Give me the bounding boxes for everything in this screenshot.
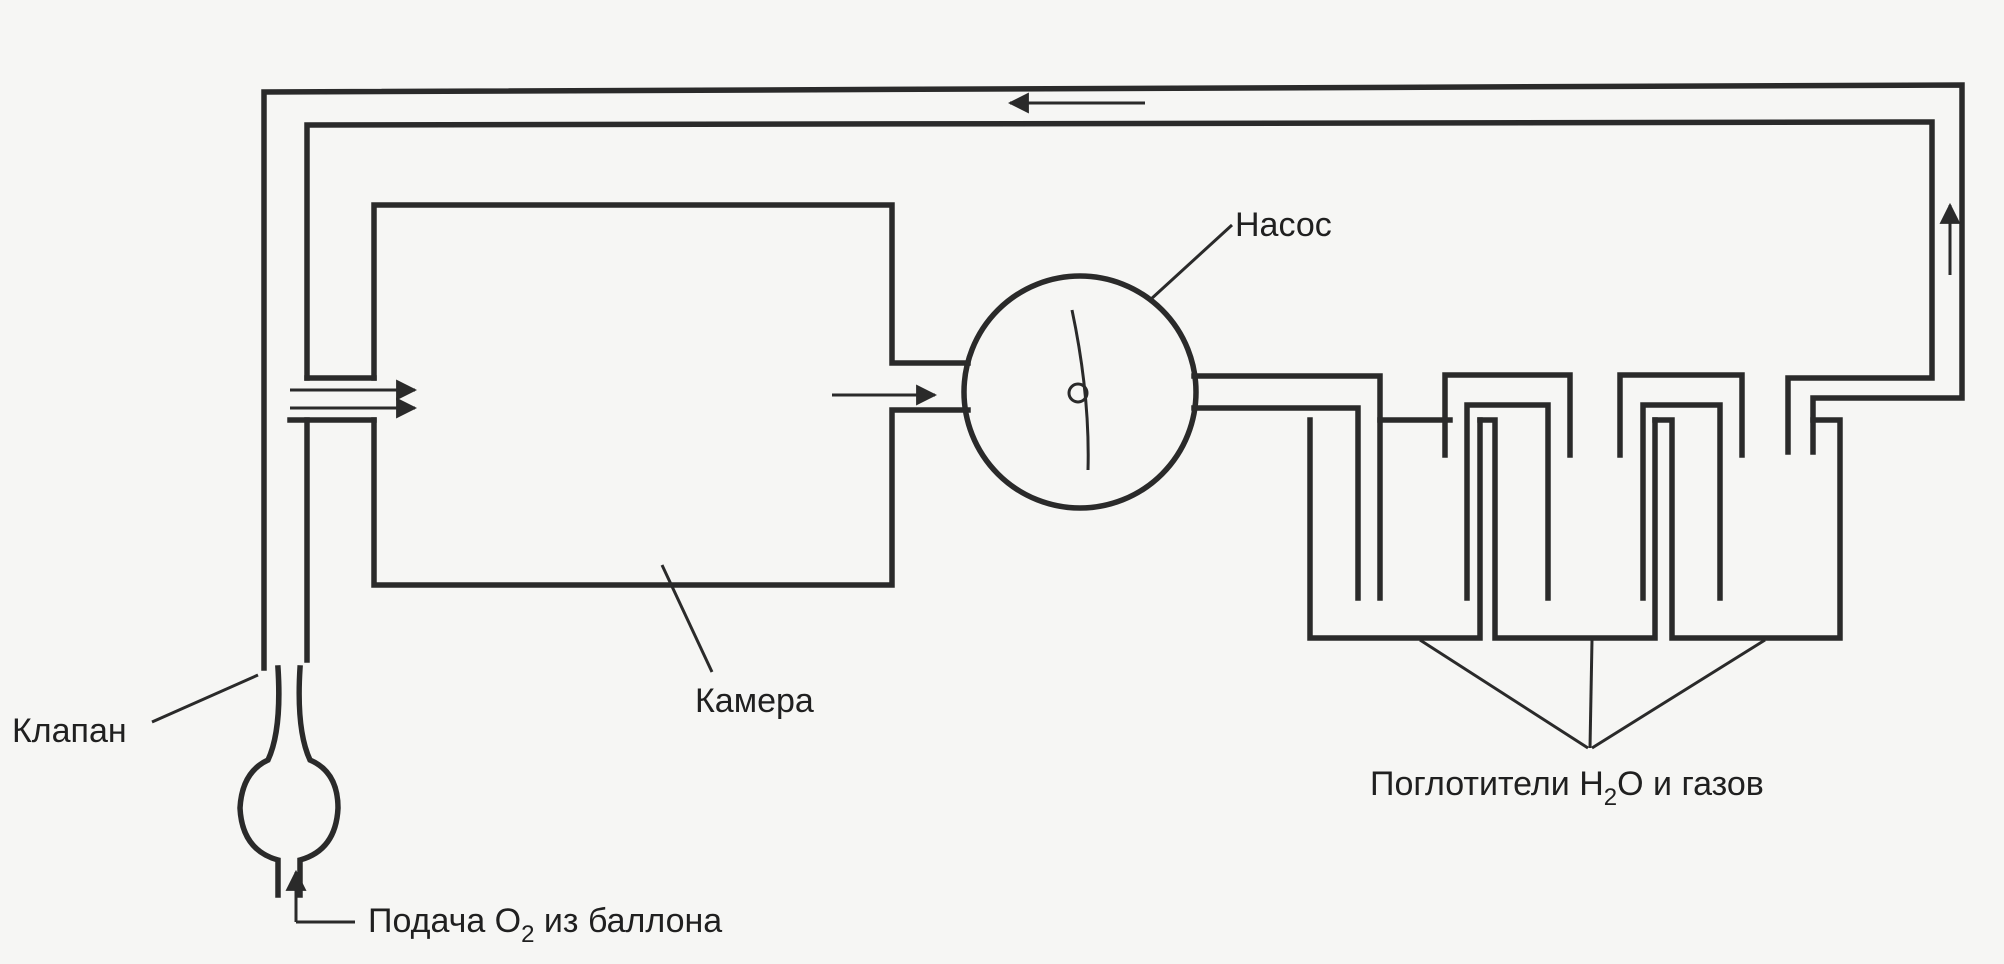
- supply-label-prefix: Подача O: [368, 902, 521, 940]
- absorbers-label-suffix: O и газов: [1617, 765, 1764, 803]
- valve-label: Клапан: [12, 712, 127, 750]
- absorbers-label-prefix: Поглотители H: [1370, 765, 1604, 803]
- absorber-leader-2: [1588, 639, 1594, 749]
- chamber-label: Камера: [695, 682, 814, 720]
- pump-axle: [1067, 382, 1089, 404]
- absorbers-label: Поглотители H2O и газов: [1370, 765, 1764, 811]
- supply-label: Подача O2 из баллона: [368, 902, 722, 948]
- pump-leader-line: [1148, 223, 1234, 302]
- chamber-leader-line: [660, 564, 714, 673]
- u-tube-2: [1617, 372, 1745, 458]
- absorber-vessel-1: [1307, 417, 1483, 641]
- pump: [961, 273, 1199, 511]
- u-tube-2-inner: [1640, 402, 1723, 601]
- pump-outlet-pipe-bottom: [1191, 405, 1361, 601]
- supply-label-subscript: 2: [521, 921, 534, 948]
- u-tube-1-inner: [1464, 402, 1551, 601]
- chamber: [371, 202, 971, 588]
- valve-cylinder: [237, 665, 341, 898]
- absorber-vessel-3: [1652, 417, 1843, 641]
- pump-impeller-blade: [1070, 309, 1090, 471]
- return-pipe-inner-wall: [304, 119, 1935, 663]
- valve-leader-line: [151, 673, 259, 724]
- absorber-leader-1: [1419, 638, 1589, 750]
- absorber-vessel-2: [1477, 417, 1658, 641]
- absorbers-label-subscript: 2: [1604, 784, 1617, 811]
- return-pipe-outer-wall: [261, 82, 1965, 671]
- pump-label: Насос: [1235, 206, 1332, 244]
- absorber-leader-3: [1591, 638, 1766, 750]
- pump-outlet-pipe-top: [1191, 373, 1383, 601]
- u-tube-1: [1442, 372, 1573, 458]
- supply-label-suffix: из баллона: [534, 902, 722, 940]
